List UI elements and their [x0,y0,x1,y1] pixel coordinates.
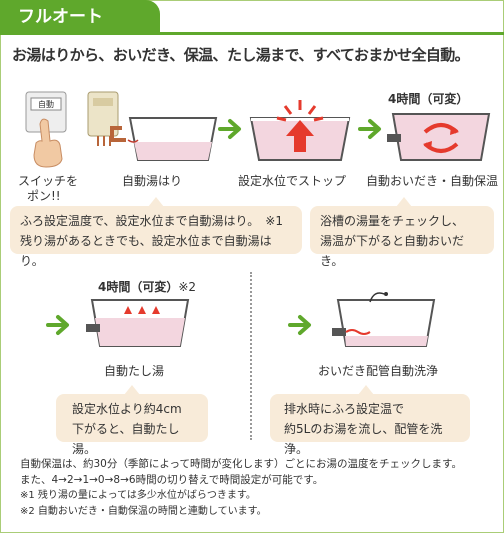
bubble-clean-line-2: 約5Lのお湯を流し、配管を洗浄。 [284,422,443,456]
bubble-topup-line-2: 下がると、自動たし湯。 [72,422,180,456]
bubble-clean-line-1: 排水時にふろ設定温で [284,402,405,416]
arrow-right-icon [218,119,241,139]
note-line-1: 自動保温は、約30分（季節によって時間が変化します）ごとにお湯の温度をチェックし… [20,458,462,470]
time-label-topup-text: 4時間（可変） [98,280,179,294]
footnotes: 自動保温は、約30分（季節によって時間が変化します）ごとにお湯の温度をチェックし… [20,456,462,520]
switch-caption-1: スイッチを [18,174,79,188]
switch-illustration: 自動 [25,91,67,168]
step-top-up: 自動たし湯 [104,364,165,378]
note-line-3: ※1 残り湯の量によっては多少水位がばらつきます。 [20,490,256,501]
arrow-right-icon [46,315,69,335]
bubble-fill-line-1: ふろ設定温度で、設定水位まで自動湯はり。 ※1 [20,214,283,228]
headline: お湯はりから、おいだき、保温、たし湯まで、すべておまかせ全自動。 [12,46,470,64]
section-tab: フルオート [0,0,160,34]
bubble-reheat-line-1: 浴槽の湯量をチェックし、 [320,214,465,228]
time-label-topup-note: ※2 [178,280,197,294]
switch-caption-2: ポン!! [27,189,61,203]
note-line-4: ※2 自動おいだき・自動保温の時間と連動しています。 [20,506,267,517]
bathtub-reheat-illustration [387,113,491,161]
arrow-right-icon [288,315,311,335]
bubble-fill-line-2: 残り湯があるときでも、設定水位まで自動湯はり。 [20,234,272,268]
note-line-2: また、4→2→1→0→8→6時間の切り替えで時間設定が可能です。 [20,474,324,486]
bubble-tail [148,197,164,207]
bubble-fill: ふろ設定温度で、設定水位まで自動湯はり。 ※1 残り湯があるときでも、設定水位ま… [10,197,302,268]
bubble-clean: 排水時にふろ設定温で 約5Lのお湯を流し、配管を洗浄。 [270,385,470,456]
bathtub-topup-illustration [86,299,190,347]
bubble-reheat: 浴槽の湯量をチェックし、 湯温が下がると自動おいだき。 [310,197,494,268]
time-label-reheat: 4時間（可変） [388,92,469,106]
bathtub-drain-illustration [332,292,436,347]
bubble-tail [124,385,140,395]
step-reheat-keep: 自動おいだき・自動保温 [366,174,499,188]
header-rule [0,32,504,35]
step-pipe-clean: おいだき配管自動洗浄 [318,364,439,378]
arrow-right-icon [358,119,381,139]
step-auto-stop: 設定水位でストップ [238,174,347,188]
step-auto-fill: 自動湯はり [122,174,183,188]
bubble-topup: 設定水位より約4cm 下がると、自動たし湯。 [56,385,208,456]
divider [250,272,252,440]
bubble-tail [358,385,374,395]
switch-label: 自動 [38,99,54,109]
water-heater-icon [87,91,119,146]
time-label-topup: 4時間（可変）※2 [98,278,196,295]
bubble-reheat-line-2: 湯温が下がると自動おいだき。 [320,234,465,268]
bathtub-fill-illustration [110,117,218,161]
bubble-tail [396,197,412,207]
bathtub-stop-illustration [249,100,351,161]
bubble-topup-line-1: 設定水位より約4cm [72,402,182,416]
